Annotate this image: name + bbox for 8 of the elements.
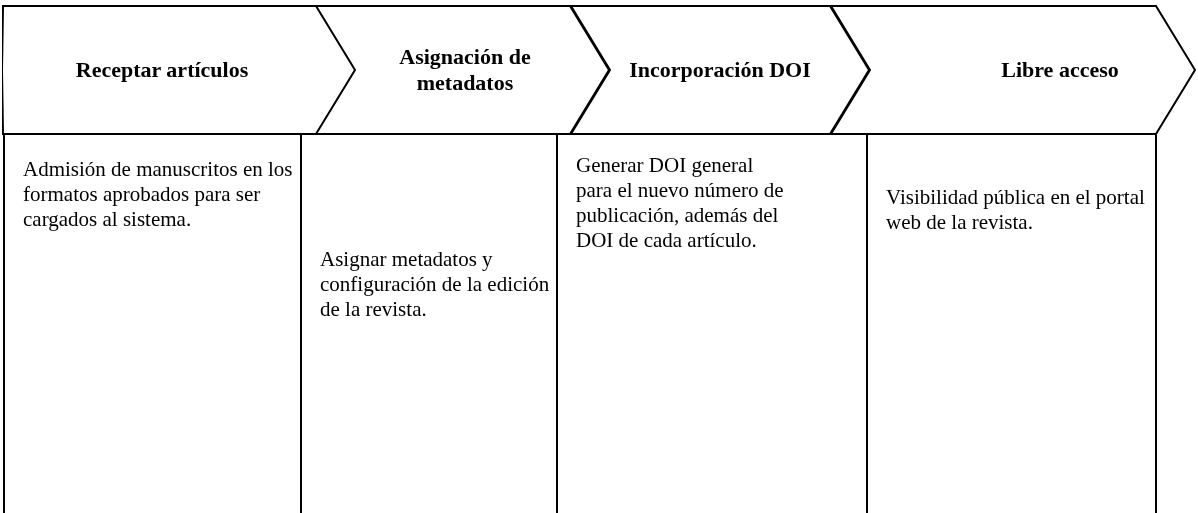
step-title: Incorporación DOI bbox=[628, 57, 812, 83]
column-panel bbox=[866, 135, 1157, 513]
step-title: Asignación de metadatos bbox=[398, 44, 532, 96]
step-description: Asignar metadatos y configuración de la edición de la revista. bbox=[320, 247, 551, 322]
step-description: Generar DOI general para el nuevo número de publicación, además del DOI de cada artículo. bbox=[576, 153, 785, 253]
step-description: Admisión de manuscritos en los formatos aprobados para ser cargados al sistema. bbox=[23, 157, 293, 232]
step-title: Libre acceso bbox=[1000, 57, 1120, 83]
step-description: Visibilidad pública en el portal web de la revista. bbox=[886, 185, 1146, 235]
